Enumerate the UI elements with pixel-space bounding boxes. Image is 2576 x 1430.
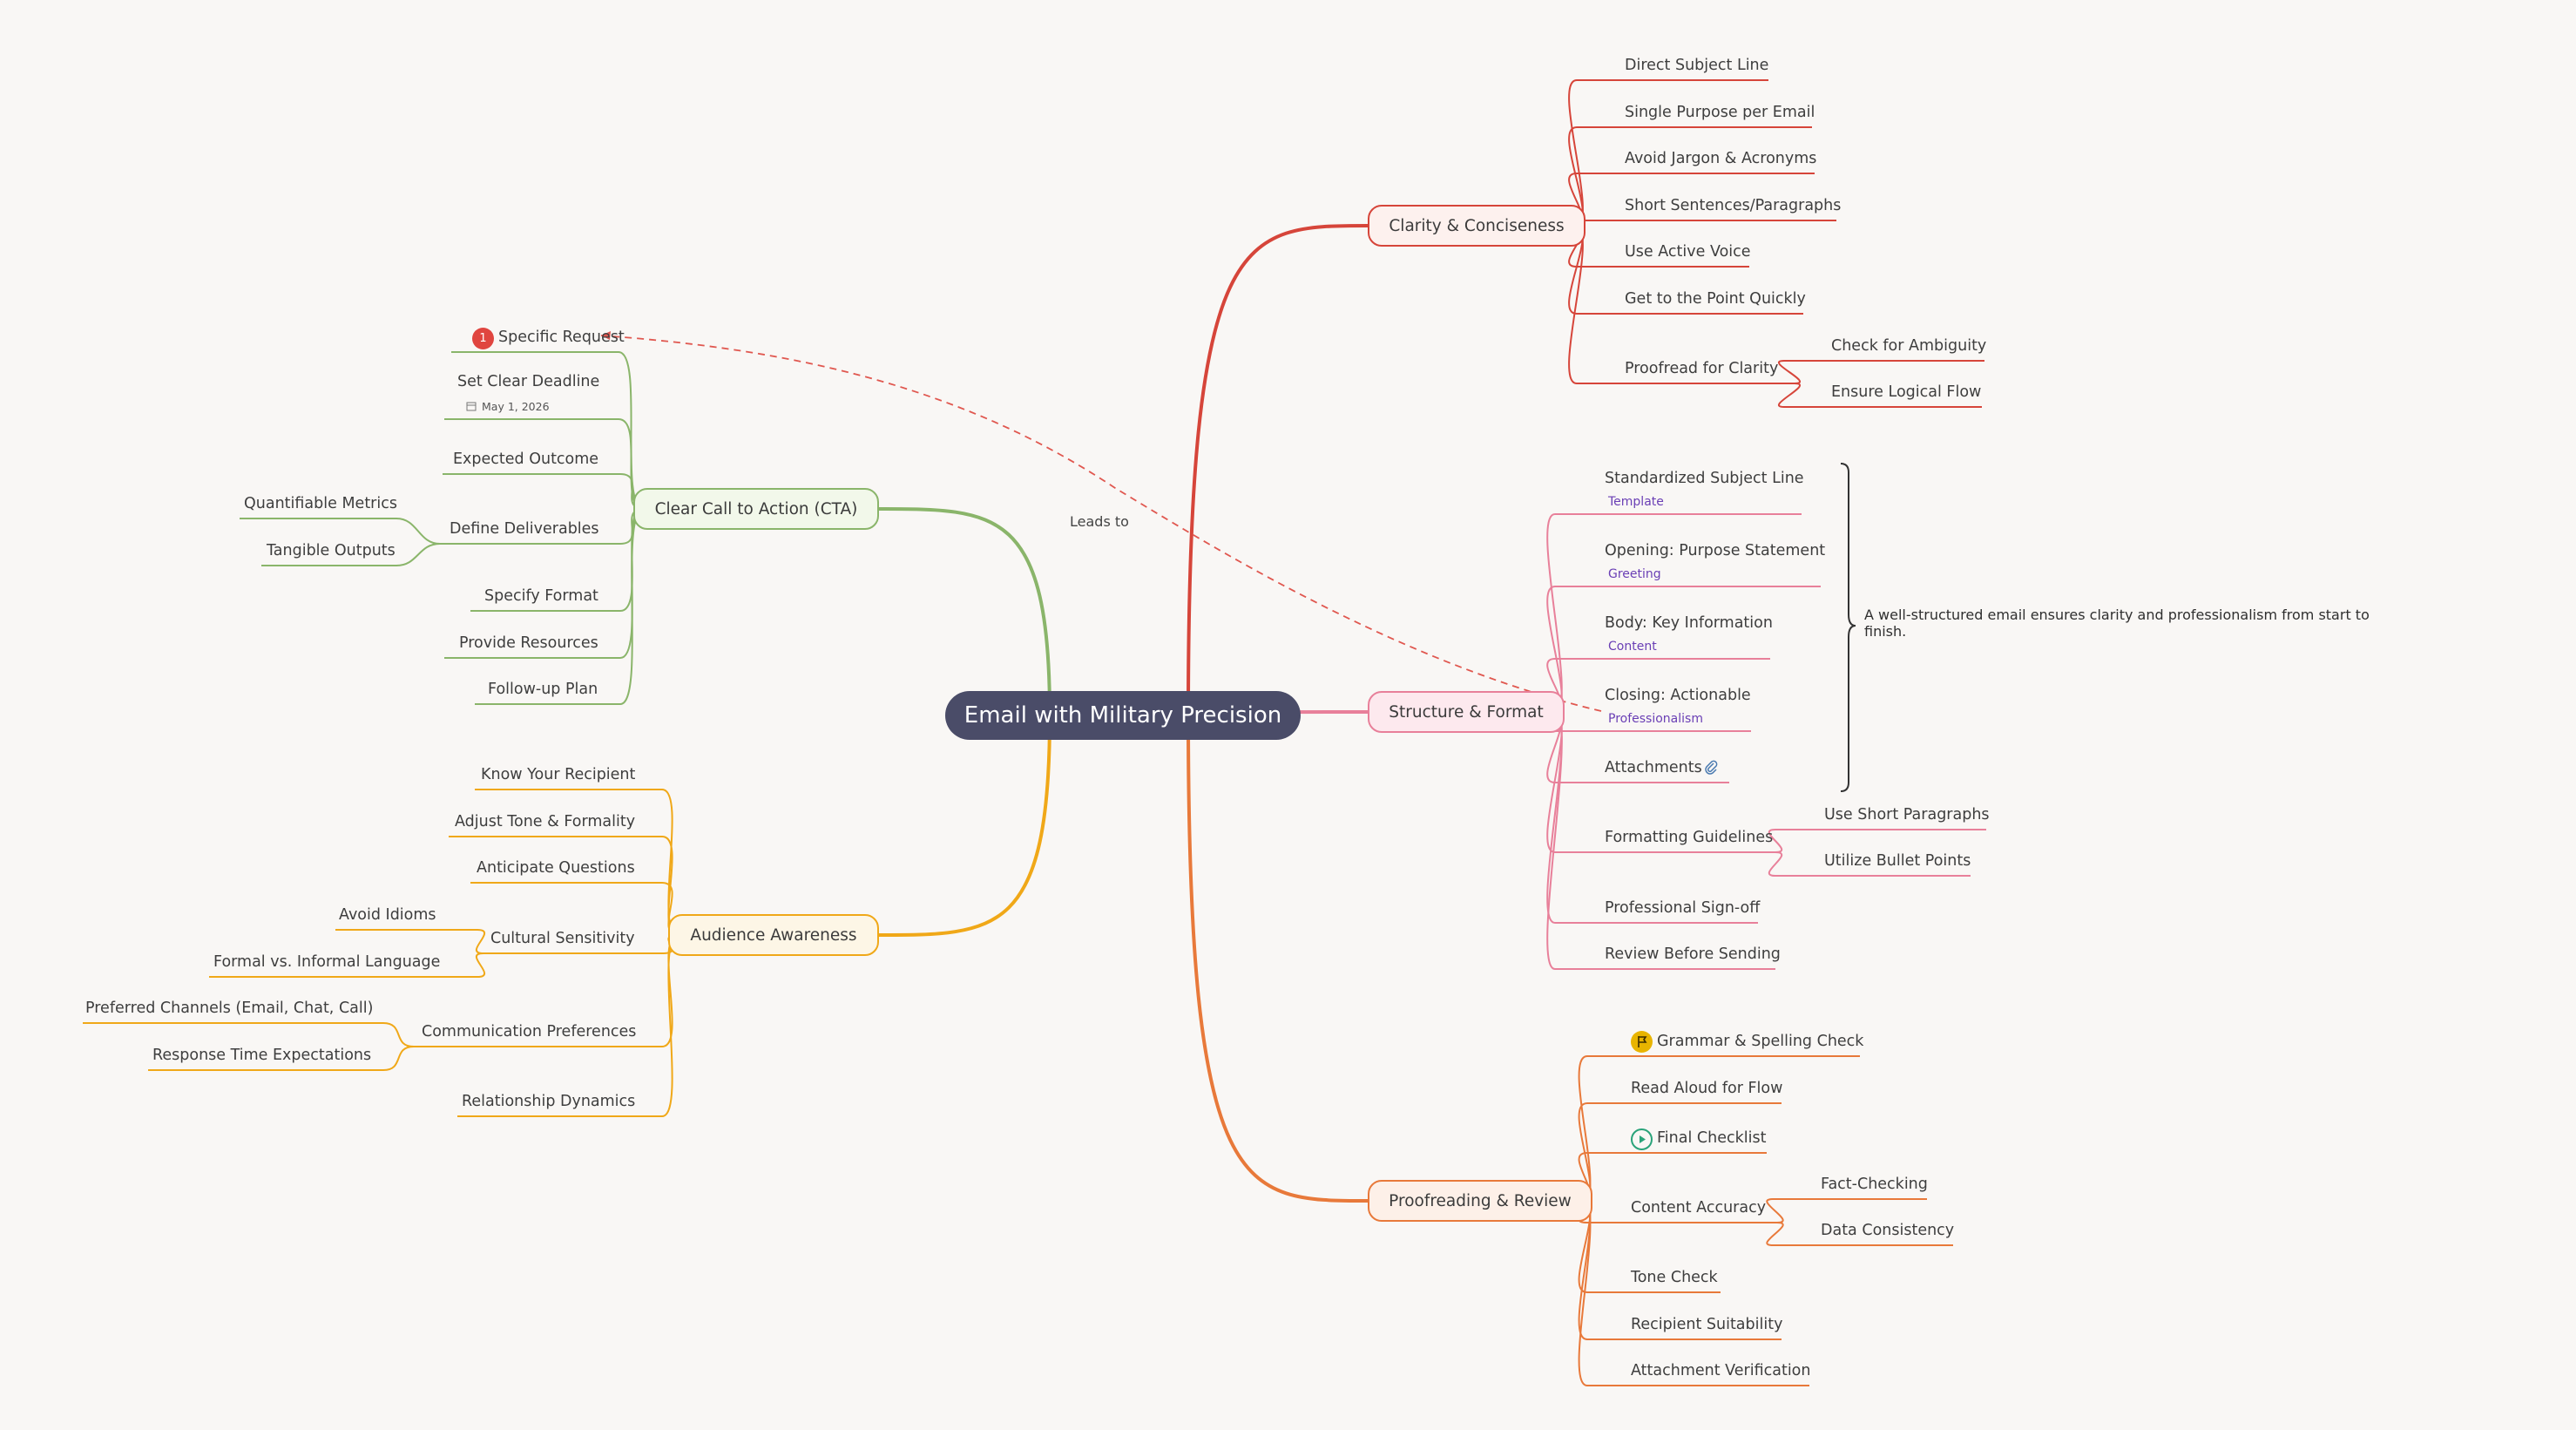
paperclip-icon [1702, 759, 1720, 776]
topic-response-time-expectations[interactable]: Response Time Expectations [152, 1047, 372, 1064]
topic-know-your-recipient[interactable]: Know Your Recipient [481, 766, 636, 783]
topic-standardized-subject-line[interactable]: Standardized Subject Line [1605, 470, 1804, 487]
label-tag-template: Template [1608, 495, 1664, 509]
due-date: May 1, 2026 [466, 400, 550, 413]
grandchild-connector-response-time-expectations [148, 1046, 415, 1071]
relationship-label[interactable]: Leads to [1070, 513, 1129, 530]
priority-1-icon: 1 [472, 328, 494, 349]
topic-set-clear-deadline[interactable]: Set Clear Deadline [457, 373, 600, 390]
topic-proofread-for-clarity[interactable]: Proofread for Clarity [1625, 360, 1779, 377]
branch-node-proofreading[interactable]: Proofreading & Review [1368, 1180, 1592, 1222]
grandchild-connector-check-for-ambiguity [1777, 360, 1984, 384]
grandchild-connector-data-consistency [1766, 1222, 1953, 1246]
topic-use-active-voice[interactable]: Use Active Voice [1625, 243, 1751, 261]
topic-attachments[interactable]: Attachments [1605, 758, 1720, 777]
grandchild-connector-preferred-channels-email-chat-call [83, 1022, 415, 1047]
grandchild-connector-formal-vs-informal-language [209, 952, 486, 978]
child-connector-adjust-tone-formality [449, 836, 679, 936]
topic-read-aloud-for-flow[interactable]: Read Aloud for Flow [1631, 1080, 1783, 1097]
topic-attachment-verification[interactable]: Attachment Verification [1631, 1362, 1811, 1379]
topic-utilize-bullet-points[interactable]: Utilize Bullet Points [1824, 852, 1971, 870]
topic-anticipate-questions[interactable]: Anticipate Questions [477, 859, 635, 877]
topic-avoid-jargon-acronyms[interactable]: Avoid Jargon & Acronyms [1625, 150, 1817, 167]
topic-provide-resources[interactable]: Provide Resources [459, 634, 598, 652]
play-icon [1631, 1128, 1653, 1150]
grandchild-connector-avoid-idioms [335, 929, 486, 954]
topic-grammar-spelling-check[interactable]: Grammar & Spelling Check [1657, 1033, 1864, 1050]
topic-direct-subject-line[interactable]: Direct Subject Line [1625, 57, 1769, 74]
connector-audience [878, 715, 1051, 937]
topic-get-to-the-point-quickly[interactable]: Get to the Point Quickly [1625, 290, 1806, 308]
connector-cta [878, 507, 1051, 716]
calendar-icon [466, 402, 477, 411]
topic-cultural-sensitivity[interactable]: Cultural Sensitivity [490, 930, 635, 947]
topic-short-sentences-paragraphs[interactable]: Short Sentences/Paragraphs [1625, 197, 1842, 214]
topic-communication-preferences[interactable]: Communication Preferences [422, 1023, 637, 1040]
child-connector-professional-sign-off [1546, 711, 1758, 924]
topic-single-purpose-per-email[interactable]: Single Purpose per Email [1625, 104, 1815, 121]
connector-proofreading [1187, 715, 1369, 1203]
topic-data-consistency[interactable]: Data Consistency [1821, 1222, 1955, 1239]
summary-note: A well-structured email ensures clarity … [1864, 607, 2370, 640]
topic-check-for-ambiguity[interactable]: Check for Ambiguity [1831, 337, 1987, 355]
topic-opening-purpose-statement[interactable]: Opening: Purpose Statement [1605, 542, 1826, 559]
topic-avoid-idioms[interactable]: Avoid Idioms [339, 906, 436, 924]
topic-content-accuracy[interactable]: Content Accuracy [1631, 1199, 1767, 1217]
grandchild-connector-ensure-logical-flow [1777, 383, 1982, 408]
topic-formal-vs-informal-language[interactable]: Formal vs. Informal Language [213, 953, 441, 971]
topic-quantifiable-metrics[interactable]: Quantifiable Metrics [244, 495, 397, 512]
topic-specific-request[interactable]: Specific Request [498, 329, 625, 346]
label-tag-greeting: Greeting [1608, 567, 1661, 581]
branch-node-structure[interactable]: Structure & Format [1368, 691, 1565, 733]
topic-closing-actionable[interactable]: Closing: Actionable [1605, 687, 1751, 704]
flag-icon [1631, 1031, 1653, 1053]
topic-follow-up-plan[interactable]: Follow-up Plan [488, 681, 598, 698]
topic-expected-outcome[interactable]: Expected Outcome [453, 451, 599, 468]
topic-review-before-sending[interactable]: Review Before Sending [1605, 945, 1781, 963]
topic-ensure-logical-flow[interactable]: Ensure Logical Flow [1831, 383, 1982, 401]
child-connector-expected-outcome [443, 473, 645, 510]
topic-define-deliverables[interactable]: Define Deliverables [450, 520, 599, 538]
branch-node-clarity[interactable]: Clarity & Conciseness [1368, 205, 1585, 247]
topic-body-key-information[interactable]: Body: Key Information [1605, 614, 1773, 632]
label-tag-content: Content [1608, 640, 1657, 654]
grandchild-connector-fact-checking [1766, 1198, 1927, 1223]
topic-specify-format[interactable]: Specify Format [484, 587, 598, 605]
grandchild-connector-tangible-outputs [261, 543, 441, 566]
topic-use-short-paragraphs[interactable]: Use Short Paragraphs [1824, 806, 1990, 823]
topic-tone-check[interactable]: Tone Check [1631, 1269, 1718, 1286]
grandchild-connector-use-short-paragraphs [1768, 829, 1986, 853]
topic-fact-checking[interactable]: Fact-Checking [1821, 1176, 1928, 1193]
topic-preferred-channels-email-chat-call[interactable]: Preferred Channels (Email, Chat, Call) [85, 1000, 374, 1017]
branch-node-cta[interactable]: Clear Call to Action (CTA) [633, 488, 879, 530]
label-tag-professionalism: Professionalism [1608, 712, 1703, 726]
connector-clarity [1187, 224, 1369, 716]
central-topic[interactable]: Email with Military Precision [945, 691, 1301, 740]
due-date-text: May 1, 2026 [482, 400, 550, 413]
grandchild-connector-utilize-bullet-points [1768, 851, 1971, 877]
relationship-line [600, 335, 1602, 712]
topic-tangible-outputs[interactable]: Tangible Outputs [267, 542, 396, 559]
grandchild-connector-quantifiable-metrics [240, 518, 441, 545]
child-connector-final-checklist [1578, 1152, 1767, 1202]
topic-relationship-dynamics[interactable]: Relationship Dynamics [462, 1093, 636, 1110]
topic-final-checklist[interactable]: Final Checklist [1657, 1129, 1767, 1147]
branch-node-audience[interactable]: Audience Awareness [668, 914, 879, 956]
child-connector-short-sentences-paragraphs [1568, 220, 1836, 227]
topic-professional-sign-off[interactable]: Professional Sign-off [1605, 899, 1761, 917]
child-connector-anticipate-questions [470, 882, 679, 936]
topic-adjust-tone-formality[interactable]: Adjust Tone & Formality [455, 813, 636, 830]
summary-bracket [1840, 463, 1856, 792]
topic-formatting-guidelines[interactable]: Formatting Guidelines [1605, 829, 1774, 846]
topic-recipient-suitability[interactable]: Recipient Suitability [1631, 1316, 1783, 1333]
relationship-arrowhead [601, 331, 611, 340]
